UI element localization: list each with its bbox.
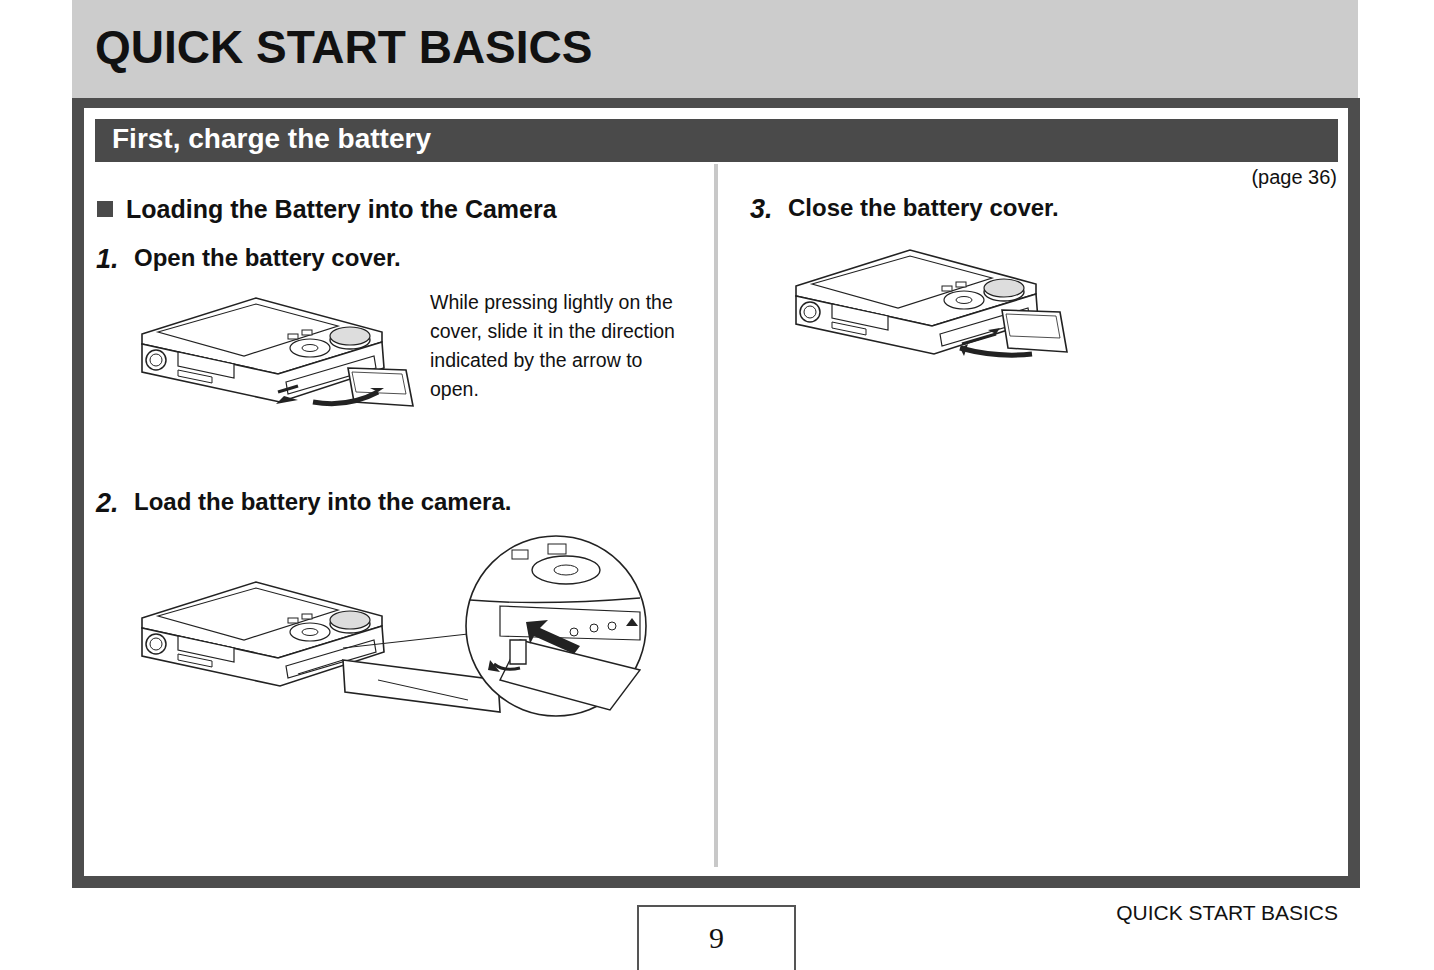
step-note: While pressing lightly on the cover, sli… [430,288,690,404]
band-text: First, charge the battery [95,119,1338,158]
step-number: 1. [96,244,119,275]
step-text: Close the battery cover. [788,194,1059,222]
header-band [72,0,1358,98]
column-divider [714,164,718,867]
camera-open-cover [142,298,413,406]
step-number: 2. [96,488,119,519]
step-text: Load the battery into the camera. [134,488,511,516]
section-heading: Loading the Battery into the Camera [126,195,557,224]
section-band: First, charge the battery [95,119,1338,162]
step-number: 3. [750,194,773,225]
step-text: Open the battery cover. [134,244,401,272]
page-title: QUICK START BASICS [95,20,593,74]
band-text: 9 [639,907,794,968]
camera-close-cover [796,250,1067,356]
panel-frame [72,98,1360,888]
zoom-detail [466,536,646,716]
square-bullet [97,201,113,217]
panel-ground [84,108,1348,876]
page-reference: (page 36) [1251,166,1337,189]
footer-text: QUICK START BASICS [1116,901,1338,925]
camera-load-battery [142,582,500,712]
page-number-box: 9 [637,905,796,970]
